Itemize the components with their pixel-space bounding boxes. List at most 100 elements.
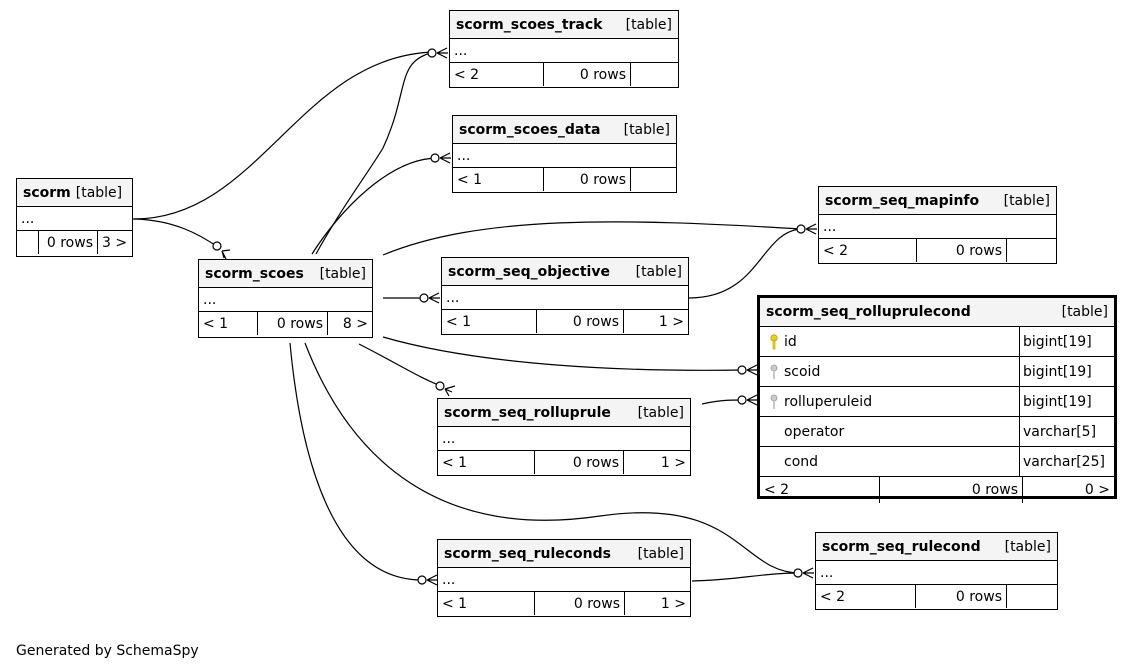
column-name: rolluperuleid xyxy=(784,393,873,410)
table-name: scorm_seq_mapinfo xyxy=(825,192,980,209)
children-count xyxy=(631,168,676,191)
columns-collapsed: ... xyxy=(450,39,678,63)
table-header: scorm_seq_ruleconds [table] xyxy=(438,540,690,568)
table-scorm-seq-objective[interactable]: scorm_seq_objective [table] ... < 1 0 ro… xyxy=(441,257,689,335)
columns-collapsed: ... xyxy=(442,286,688,310)
table-scorm-scoes[interactable]: scorm_scoes [table] ... < 1 0 rows 8 > xyxy=(198,259,373,338)
table-header: scorm_seq_rolluprulecond [table] xyxy=(760,298,1114,327)
parents-count: < 1 xyxy=(442,310,537,333)
table-scorm-seq-rolluprule[interactable]: scorm_seq_rolluprule [table] ... < 1 0 r… xyxy=(437,398,691,476)
column-type: bigint[19] xyxy=(1023,363,1092,380)
columns-collapsed: ... xyxy=(199,288,372,312)
table-name: scorm_seq_rolluprule xyxy=(444,404,611,421)
row-count: 0 rows xyxy=(535,592,625,615)
children-count xyxy=(1007,239,1056,262)
row-count: 0 rows xyxy=(880,477,1023,503)
column-row-cond: cond varchar[25] xyxy=(760,447,1114,477)
column-row-id: id bigint[19] xyxy=(760,327,1114,357)
table-scorm-seq-ruleconds[interactable]: scorm_seq_ruleconds [table] ... < 1 0 ro… xyxy=(437,539,691,617)
table-name: scorm_seq_objective xyxy=(448,263,610,280)
row-count: 0 rows xyxy=(544,63,631,86)
table-tag: [table] xyxy=(625,16,672,33)
children-count: 1 > xyxy=(660,454,686,471)
column-type: bigint[19] xyxy=(1023,333,1092,350)
columns-collapsed: ... xyxy=(17,207,132,231)
table-tag: [table] xyxy=(1003,192,1050,209)
table-footer: < 2 0 rows xyxy=(450,63,678,86)
table-tag: [table] xyxy=(1061,304,1108,320)
table-header: scorm_scoes [table] xyxy=(199,260,372,288)
table-tag: [table] xyxy=(635,263,682,280)
table-footer: < 1 0 rows 1 > xyxy=(438,592,690,615)
parents-count xyxy=(17,231,39,254)
table-scorm-scoes-track[interactable]: scorm_scoes_track [table] ... < 2 0 rows xyxy=(449,10,679,88)
parents-count: < 2 xyxy=(450,63,544,86)
table-name: scorm_scoes_track xyxy=(456,16,603,33)
column-name: scoid xyxy=(784,363,821,380)
parents-count: < 2 xyxy=(760,477,880,503)
table-header: scorm_scoes_track [table] xyxy=(450,11,678,39)
table-footer: < 1 0 rows 1 > xyxy=(438,451,690,474)
table-tag: [table] xyxy=(75,184,123,201)
table-name: scorm_seq_rolluprulecond xyxy=(766,304,971,320)
parents-count: < 1 xyxy=(438,592,535,615)
table-footer: < 1 0 rows xyxy=(453,168,676,191)
table-tag: [table] xyxy=(623,121,670,138)
edge-objective-mapinfo xyxy=(688,228,802,299)
table-header: scorm_seq_rolluprule [table] xyxy=(438,399,690,427)
column-name: operator xyxy=(784,423,845,440)
table-footer: < 1 0 rows 8 > xyxy=(199,312,372,335)
edge-scoes-mapinfo xyxy=(382,221,802,256)
column-name: cond xyxy=(784,453,819,470)
children-count xyxy=(631,63,678,86)
children-count: 3 > xyxy=(102,234,128,251)
row-count: 0 rows xyxy=(535,451,624,474)
table-name: scorm_seq_rulecond xyxy=(822,538,981,555)
table-scorm-seq-mapinfo[interactable]: scorm_seq_mapinfo [table] ... < 2 0 rows xyxy=(818,186,1057,264)
table-header: scorm_scoes_data [table] xyxy=(453,116,676,144)
table-scorm-seq-rolluprulecond[interactable]: scorm_seq_rolluprulecond [table] id bigi… xyxy=(757,295,1117,503)
table-footer: < 1 0 rows 1 > xyxy=(442,310,688,333)
parents-count: < 2 xyxy=(816,585,916,608)
edge-scoes-track xyxy=(315,51,436,255)
table-footer: < 2 0 rows 0 > xyxy=(760,477,1114,503)
edge-ruleconds-rulecond xyxy=(691,572,801,582)
column-row-operator: operator varchar[5] xyxy=(760,417,1114,447)
column-row-scoid: scoid bigint[19] xyxy=(760,357,1114,387)
parents-count: < 1 xyxy=(199,312,258,335)
table-scorm-seq-rulecond[interactable]: scorm_seq_rulecond [table] ... < 2 0 row… xyxy=(815,532,1058,610)
table-tag: [table] xyxy=(319,265,366,282)
edge-scoes-ruleconds xyxy=(289,342,423,581)
children-count xyxy=(1007,585,1057,608)
table-header: scorm [table] xyxy=(17,179,132,207)
generated-by-note: Generated by SchemaSpy xyxy=(16,643,199,659)
table-footer: < 2 0 rows xyxy=(816,585,1057,608)
row-count: 0 rows xyxy=(258,312,328,335)
children-count: 0 > xyxy=(1084,482,1110,498)
table-header: scorm_seq_mapinfo [table] xyxy=(819,187,1056,215)
children-count: 1 > xyxy=(660,595,686,612)
columns-collapsed: ... xyxy=(438,427,690,451)
primary-key-icon xyxy=(764,333,784,350)
table-scorm[interactable]: scorm [table] ... 0 rows 3 > xyxy=(16,178,133,257)
column-name: id xyxy=(784,333,797,350)
table-tag: [table] xyxy=(1004,538,1051,555)
columns-collapsed: ... xyxy=(819,215,1056,239)
table-scorm-scoes-data[interactable]: scorm_scoes_data [table] ... < 1 0 rows xyxy=(452,115,677,193)
table-name: scorm_scoes_data xyxy=(459,121,601,138)
foreign-key-icon xyxy=(764,394,784,410)
columns-collapsed: ... xyxy=(453,144,676,168)
edge-scorm-scorm-scoes xyxy=(133,218,219,248)
column-type: bigint[19] xyxy=(1023,393,1092,410)
column-type: varchar[25] xyxy=(1023,453,1105,470)
table-footer: 0 rows 3 > xyxy=(17,231,132,254)
column-row-rolluperuleid: rolluperuleid bigint[19] xyxy=(760,387,1114,417)
table-name: scorm xyxy=(23,184,71,201)
edge-rolluprule-rolluprulecond xyxy=(701,399,744,405)
table-tag: [table] xyxy=(637,545,684,562)
edge-scorm-scoes-track xyxy=(133,51,436,220)
row-count: 0 rows xyxy=(544,168,631,191)
row-count: 0 rows xyxy=(39,231,98,254)
parents-count: < 1 xyxy=(438,451,535,474)
columns-collapsed: ... xyxy=(438,568,690,592)
